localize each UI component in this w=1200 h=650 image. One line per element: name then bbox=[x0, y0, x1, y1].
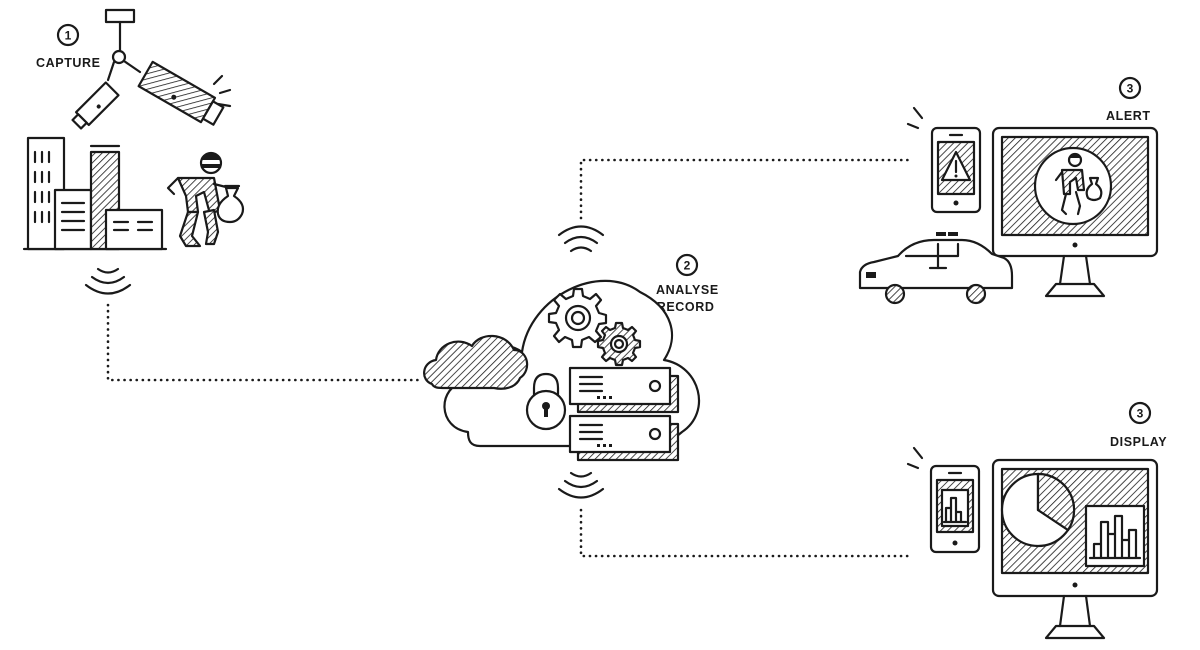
connector-cloud-to-alert bbox=[579, 158, 914, 220]
money-bag-icon bbox=[216, 184, 245, 224]
analyse-label: ANALYSE bbox=[656, 283, 719, 297]
alert-label: ALERT bbox=[1106, 109, 1151, 123]
cctv-camera-icon bbox=[104, 8, 232, 126]
capture-label: CAPTURE bbox=[36, 56, 101, 70]
gear-icon bbox=[547, 287, 608, 349]
capture-step-number: 1 bbox=[65, 29, 72, 43]
wireless-signal-icon bbox=[557, 225, 605, 253]
server-icon bbox=[568, 414, 680, 462]
analyse-step-badge: 2 bbox=[675, 253, 699, 277]
small-cloud-icon bbox=[423, 334, 529, 390]
alert-step-badge: 3 bbox=[1118, 76, 1142, 100]
server-icon bbox=[568, 366, 680, 414]
connector-capture-to-cloud bbox=[106, 303, 420, 382]
alert-step-number: 3 bbox=[1127, 82, 1134, 96]
padlock-icon bbox=[525, 372, 567, 431]
pie-chart-icon bbox=[1000, 472, 1076, 548]
wireless-signal-icon bbox=[557, 471, 605, 499]
gear-icon bbox=[596, 321, 642, 367]
small-camera-icon bbox=[71, 60, 120, 130]
display-step-badge: 3 bbox=[1128, 401, 1152, 425]
thief-icon bbox=[166, 151, 232, 248]
bar-chart-icon bbox=[1084, 504, 1146, 568]
police-car-icon bbox=[858, 232, 1014, 305]
display-label: DISPLAY bbox=[1110, 435, 1167, 449]
wireless-signal-icon bbox=[84, 267, 132, 295]
smartphone-chart-icon bbox=[906, 446, 981, 554]
connector-cloud-to-display bbox=[579, 508, 914, 558]
smartphone-warning-icon bbox=[906, 106, 982, 214]
display-step-number: 3 bbox=[1137, 407, 1144, 421]
buildings-icon bbox=[22, 136, 168, 251]
analyse-step-number: 2 bbox=[684, 259, 691, 273]
thief-icon bbox=[1033, 146, 1113, 226]
capture-step-badge: 1 bbox=[56, 23, 80, 47]
